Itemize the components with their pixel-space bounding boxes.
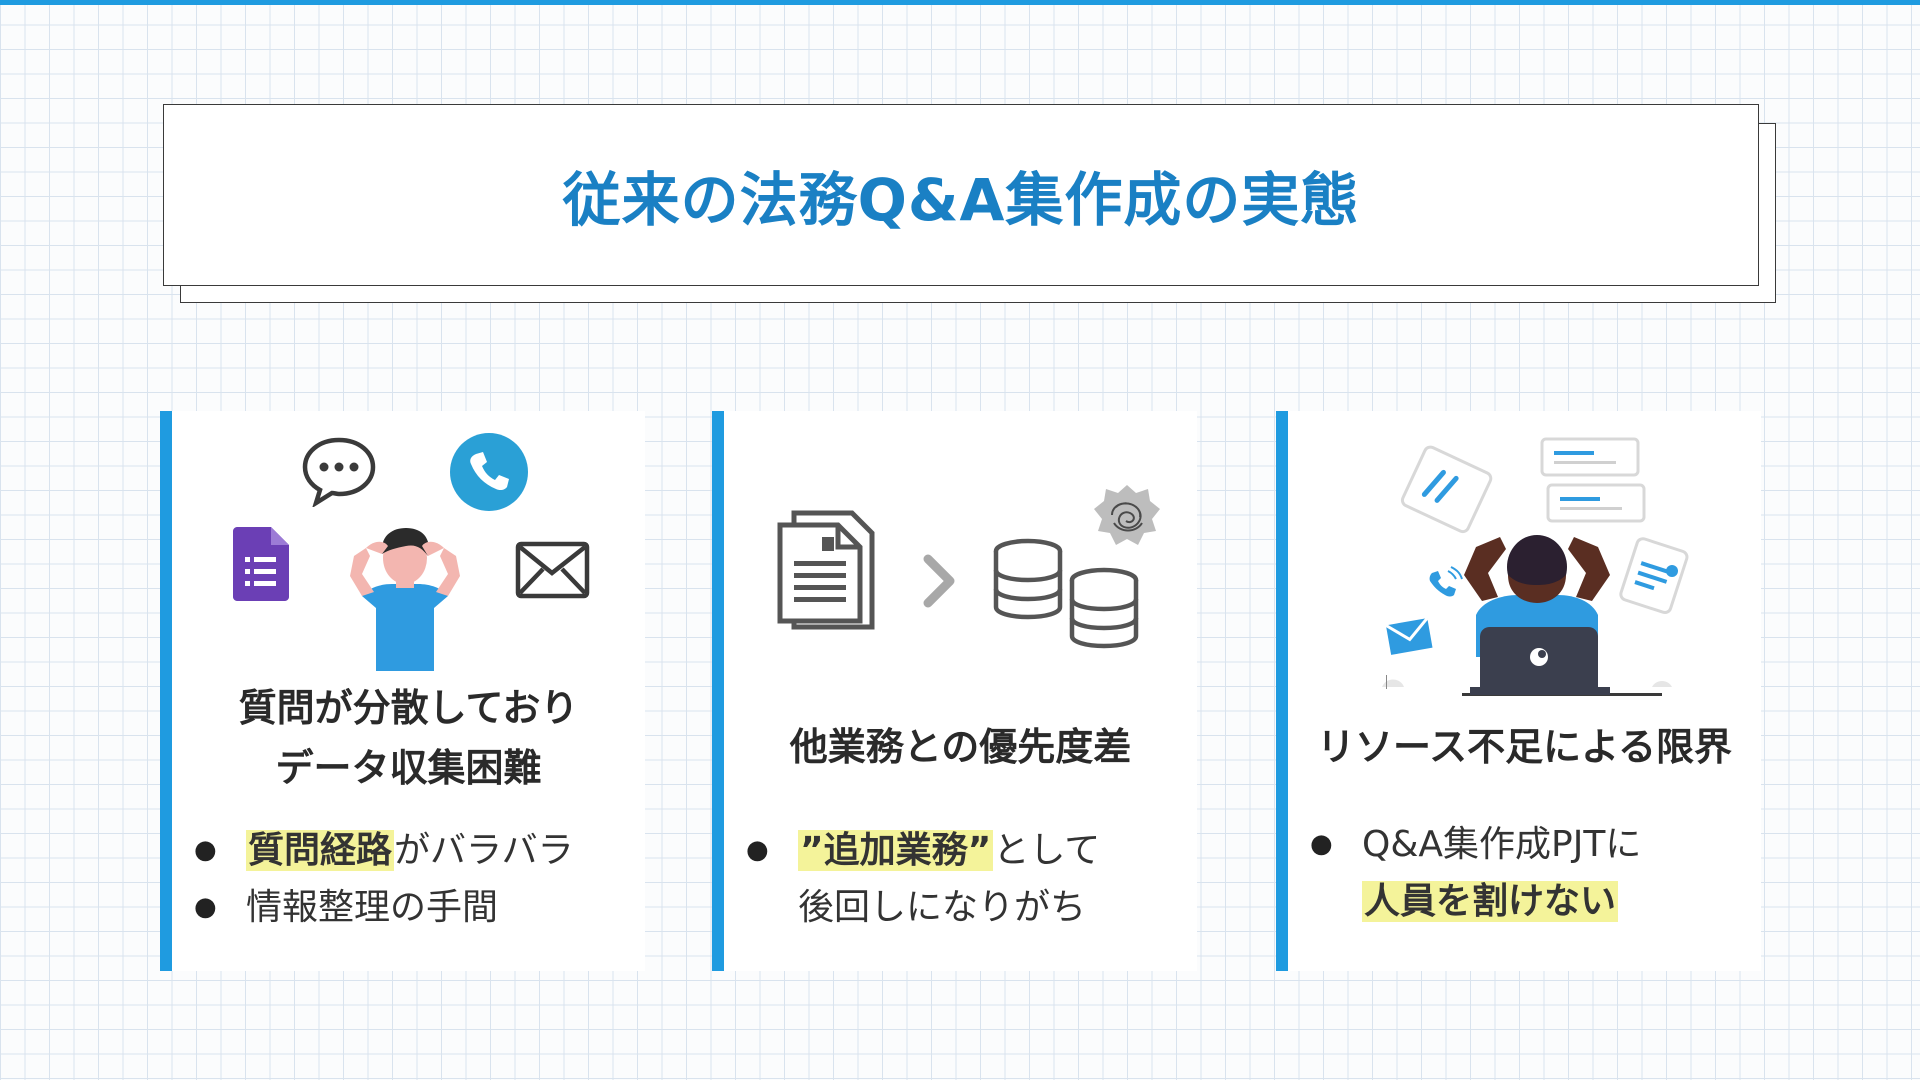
card-heading-line1: 質問が分散しており — [238, 686, 579, 730]
document-icon — [777, 510, 875, 630]
chevron-right-icon — [923, 554, 955, 608]
card-heading: リソース不足による限界 — [1317, 725, 1732, 769]
stressed-person-illustration — [350, 528, 460, 671]
card-priority-gap: 他業務との優先度差 ”追加業務”として 後回しになりがち — [712, 411, 1197, 971]
tangle-icon — [1094, 485, 1160, 545]
bullet-list: 質問経路がバラバラ 情報整理の手間 — [194, 822, 574, 936]
highlight-text: ”追加業務” — [798, 830, 994, 871]
card-heading: 質問が分散しており データ収集困難 — [172, 678, 645, 798]
bullet-text: がバラバラ — [394, 830, 574, 871]
highlight-text: 人員を割けない — [1362, 881, 1619, 922]
bullet-item: ”追加業務”として 後回しになりがち — [746, 822, 1100, 936]
bullet-text: として — [993, 830, 1101, 871]
database-icon — [1069, 567, 1139, 649]
highlight-text: 質問経路 — [246, 830, 395, 871]
bullet-item: 質問経路がバラバラ — [194, 822, 574, 879]
bullet-list: ”追加業務”として 後回しになりがち — [746, 822, 1100, 936]
card-resource-shortage: リソース不足による限界 Q&A集作成PJTに 人員を割けない — [1276, 411, 1761, 971]
bullet-item: 情報整理の手間 — [194, 879, 574, 936]
database-icon — [993, 538, 1063, 620]
bullet-item: Q&A集作成PJTに 人員を割けない — [1310, 816, 1641, 930]
card-heading-line2: データ収集困難 — [275, 746, 542, 790]
title-box: 従来の法務Q&A集作成の実態 — [163, 104, 1759, 286]
bullet-text: 情報整理の手間 — [246, 887, 499, 928]
card-accent-bar — [712, 411, 724, 971]
card-scattered-questions: 質問が分散しており データ収集困難 質問経路がバラバラ 情報整理の手間 — [160, 411, 645, 971]
mail-icon — [515, 541, 590, 599]
bullet-list: Q&A集作成PJTに 人員を割けない — [1310, 816, 1641, 930]
overwhelmed-worker-illustration — [1382, 437, 1689, 696]
phone-icon — [450, 433, 528, 511]
card-heading: 他業務との優先度差 — [789, 725, 1132, 769]
card-accent-bar — [1276, 411, 1288, 971]
chat-bubble-icon — [302, 437, 376, 507]
bullet-text: Q&A集作成PJTに — [1362, 824, 1642, 865]
card-accent-bar — [160, 411, 172, 971]
bullet-text-continued: 後回しになりがち — [798, 887, 1087, 928]
page-title: 従来の法務Q&A集作成の実態 — [562, 166, 1360, 234]
forms-icon — [233, 527, 289, 601]
top-accent-bar — [0, 0, 1920, 5]
